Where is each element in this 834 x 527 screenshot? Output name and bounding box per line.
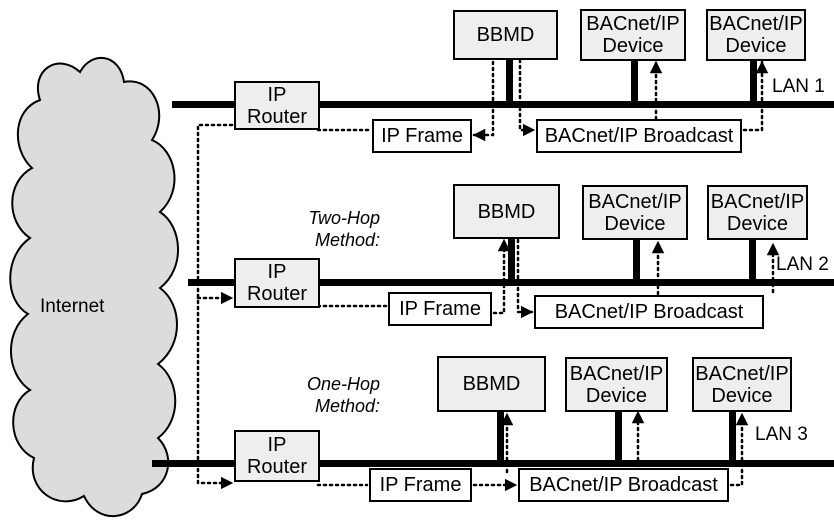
router-label: IP Router <box>246 434 308 478</box>
bbmd-label: BBMD <box>462 373 521 395</box>
method-line2: Method: <box>314 396 380 416</box>
lan3-bbmd-drop <box>497 410 504 463</box>
device-label-line2: Device <box>725 35 787 57</box>
lan3-ip-frame: IP Frame <box>369 468 472 502</box>
lan3-device2-drop <box>729 410 736 463</box>
lan2-device2: BACnet/IP Device <box>707 185 808 240</box>
lan3-broadcast: BACnet/IP Broadcast <box>518 468 729 502</box>
internet-cloud <box>9 56 179 517</box>
device-label-line1: BACnet/IP <box>709 13 803 35</box>
lan1-ip-frame: IP Frame <box>372 119 472 153</box>
lan1-cable <box>172 101 834 108</box>
lan2-bbmd: BBMD <box>453 184 560 239</box>
device-label-line1: BACnet/IP <box>710 190 805 213</box>
lan1-device1-drop <box>631 58 638 104</box>
device-label-line2: Device <box>604 212 666 235</box>
method-line2: Method: <box>314 230 380 250</box>
lan3-cable <box>152 460 834 467</box>
device-label-line2: Device <box>711 384 773 407</box>
lan3-device2-arrow <box>729 412 749 487</box>
internet-link <box>196 123 234 490</box>
lan2-cable <box>188 279 834 286</box>
lan2-ipframe-to-bbmd <box>492 238 511 315</box>
lan2-device1-drop <box>633 238 640 282</box>
lan1-device2-drop <box>750 58 757 104</box>
lan3-device2: BACnet/IP Device <box>692 357 792 412</box>
lan3-device1: BACnet/IP Device <box>565 357 668 412</box>
lan2-bbmd-drop <box>508 238 515 282</box>
bbmd-label: BBMD <box>477 200 536 223</box>
lan1-bbmd: BBMD <box>453 10 558 60</box>
lan2-ip-router: IP Router <box>234 258 320 308</box>
method-line1: One-Hop <box>306 374 380 394</box>
broadcast-label: BACnet/IP Broadcast <box>554 301 744 323</box>
ip-frame-label: IP Frame <box>381 125 463 147</box>
lan1-device2: BACnet/IP Device <box>706 9 806 61</box>
bbmd-label: BBMD <box>476 24 535 46</box>
method-line1: Two-Hop <box>308 208 380 228</box>
broadcast-label: BACnet/IP Broadcast <box>529 474 718 496</box>
lan3-device1-drop <box>615 410 622 463</box>
device-label-line1: BACnet/IP <box>695 362 789 385</box>
device-label-line1: BACnet/IP <box>588 190 682 213</box>
lan2-ip-frame: IP Frame <box>388 292 492 326</box>
device-label-line2: Device <box>585 384 648 407</box>
router-label: IP Router <box>246 261 308 305</box>
lan1-ipframe-to-bbmd <box>472 58 495 142</box>
lan2-device2-drop <box>749 238 756 282</box>
router-label: IP Router <box>246 83 308 128</box>
lan3-label: LAN 3 <box>755 424 808 445</box>
lan1-broadcast: BACnet/IP Broadcast <box>536 119 742 153</box>
lan1-device1: BACnet/IP Device <box>580 9 686 61</box>
device-label-line1: BACnet/IP <box>569 362 664 385</box>
ip-frame-label: IP Frame <box>379 474 462 496</box>
ip-frame-label: IP Frame <box>399 298 481 320</box>
internet-label: Internet <box>40 296 105 317</box>
lan2-bbmd-to-broadcast <box>516 238 534 319</box>
lan1-label: LAN 1 <box>772 76 825 97</box>
lan2-broadcast: BACnet/IP Broadcast <box>534 295 764 329</box>
lan2-label: LAN 2 <box>776 254 829 275</box>
device-label-line1: BACnet/IP <box>586 13 680 35</box>
lan3-ip-router: IP Router <box>234 430 320 482</box>
broadcast-label: BACnet/IP Broadcast <box>544 125 734 147</box>
lan1-device2-arrow <box>742 60 769 132</box>
lan1-bbmd-drop <box>506 58 513 104</box>
device-label-line2: Device <box>726 212 789 235</box>
lan3-method-label: One-Hop Method: <box>272 373 380 417</box>
lan3-bbmd: BBMD <box>437 356 546 412</box>
lan2-device1: BACnet/IP Device <box>582 185 688 240</box>
lan1-ip-router: IP Router <box>234 81 320 130</box>
lan2-method-label: Two-Hop Method: <box>272 207 380 251</box>
lan1-bbmd-to-broadcast <box>518 58 536 137</box>
device-label-line2: Device <box>602 35 664 57</box>
